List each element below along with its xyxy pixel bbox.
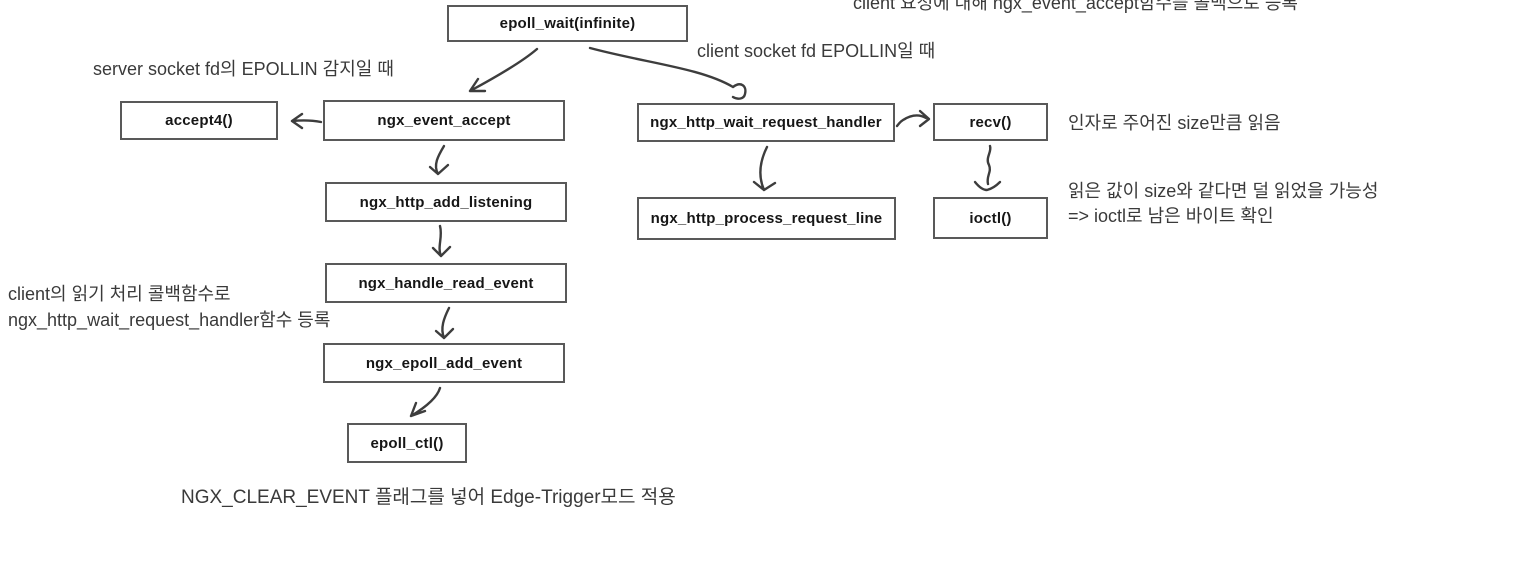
node-epoll-wait: epoll_wait(infinite): [447, 5, 688, 42]
node-ngx-handle-read-event: ngx_handle_read_event: [325, 263, 567, 303]
note-client-socket-epollin: client socket fd EPOLLIN일 때: [697, 41, 936, 61]
note-recv-check-line2: => ioctl로 남은 바이트 확인: [1068, 206, 1274, 226]
node-recv: recv(): [933, 103, 1048, 141]
node-accept4: accept4(): [120, 101, 278, 140]
arrow-epoll-wait-to-ngx-event-accept: [468, 47, 539, 93]
note-server-socket-epollin: server socket fd의 EPOLLIN 감지일 때: [93, 59, 394, 79]
note-recv-check-line1: 읽은 값이 size와 같다면 덜 읽었을 가능성: [1068, 181, 1379, 201]
note-callback-register-line2: ngx_http_wait_request_handler함수 등록: [8, 310, 331, 330]
arrow-recv-to-ioctl-squiggle: [973, 144, 1002, 192]
note-edge-trigger: NGX_CLEAR_EVENT 플래그를 넣어 Edge-Trigger모드 적…: [181, 487, 676, 508]
note-callback-register: client의 읽기 처리 콜백함수로 ngx_http_wait_reques…: [8, 281, 330, 333]
node-epoll-ctl: epoll_ctl(): [347, 423, 467, 463]
arrow-add-listening-to-handle-read-event: [431, 224, 452, 258]
note-top-right-clipped: client 요청에 대해 ngx_event_accept함수를 콜백으로 등…: [853, 0, 1298, 13]
arrow-handle-read-event-to-epoll-add-event: [434, 306, 455, 340]
node-ngx-http-process-request-line: ngx_http_process_request_line: [637, 197, 896, 240]
node-ngx-epoll-add-event: ngx_epoll_add_event: [323, 343, 565, 383]
note-callback-register-line1: client의 읽기 처리 콜백함수로: [8, 284, 231, 304]
node-ngx-event-accept: ngx_event_accept: [323, 100, 565, 141]
note-recv-check: 읽은 값이 size와 같다면 덜 읽었을 가능성 => ioctl로 남은 바…: [1068, 179, 1378, 229]
arrow-wait-request-handler-recv-two-way: [895, 109, 931, 128]
node-ngx-http-add-listening: ngx_http_add_listening: [325, 182, 567, 222]
arrow-ngx-event-accept-to-add-listening: [428, 144, 450, 176]
arrow-wait-request-handler-to-process-request-line: [752, 145, 777, 192]
note-recv-size: 인자로 주어진 size만큼 읽음: [1068, 113, 1281, 133]
arrow-ngx-event-accept-to-accept4: [290, 112, 323, 130]
arrow-epoll-add-event-to-epoll-ctl: [409, 386, 442, 418]
node-ioctl: ioctl(): [933, 197, 1048, 239]
node-ngx-http-wait-request-handler: ngx_http_wait_request_handler: [637, 103, 895, 142]
